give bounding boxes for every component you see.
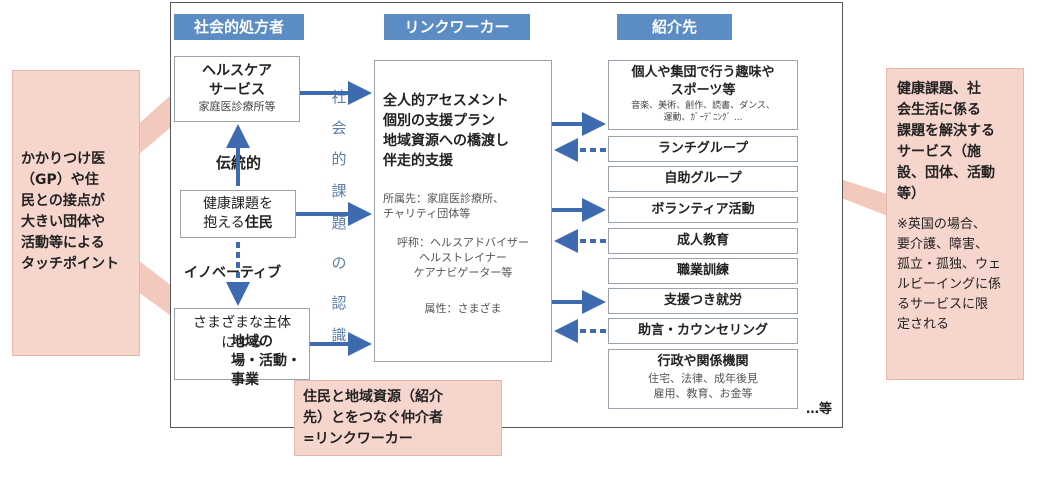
bottom-callout-text: 住民と地域資源（紹介 先）とをつなぐ仲介者 =リンクワーカー bbox=[303, 389, 443, 447]
vertical-char: の bbox=[331, 254, 347, 272]
vertical-char: 題 bbox=[331, 214, 347, 232]
link-worker-box: 全人的アセスメント 個別の支援プラン 地域資源への橋渡し 伴走的支援 所属先：家… bbox=[374, 60, 552, 362]
link-worker-title: 呼称：ヘルスアドバイザー ヘルストレイナー ケアナビゲーター等 bbox=[397, 236, 529, 279]
community-prefix: さまざまな主体 による bbox=[193, 315, 291, 351]
link-worker-affiliation: 所属先：家庭医診療所、 チャリティ団体等 bbox=[383, 192, 504, 220]
header-referral: 紹介先 bbox=[617, 14, 732, 40]
referral-item: ボランティア活動 bbox=[608, 197, 798, 223]
resident-text: 健康課題を 抱える住民 bbox=[181, 195, 295, 233]
vertical-char: 会 bbox=[331, 119, 347, 137]
referral-item: 成人教育 bbox=[608, 228, 798, 254]
referral-item: 職業訓練 bbox=[608, 258, 798, 284]
left-callout: かかりつけ医 （GP）や住 民との接点が 大きい団体や 活動等による タッチポイ… bbox=[12, 70, 140, 356]
referral-gov-box: 行政や関係機関 住宅、法律、成年後見 雇用、教育、お金等 bbox=[608, 349, 798, 409]
referral-item: ランチグループ bbox=[608, 136, 798, 162]
right-callout-title: 健康課題、社 会生活に係る 課題を解決する サービス（施 設、団体、活動 等） bbox=[897, 81, 995, 202]
referral-item: 自助グループ bbox=[608, 166, 798, 192]
referral-hobby-title: 個人や集団で行う趣味や スポーツ等 bbox=[631, 65, 775, 98]
community-bold: 地域の 場・活動・事業 bbox=[231, 334, 301, 388]
vertical-char: 識 bbox=[331, 326, 347, 344]
resident-prefix: 健康課題を 抱える bbox=[203, 196, 273, 231]
header-prescriber: 社会的処方者 bbox=[174, 14, 304, 40]
vertical-char: 課 bbox=[331, 182, 347, 200]
referral-item: 支援つき就労 bbox=[608, 288, 798, 314]
healthcare-service-title: ヘルスケア サービス bbox=[202, 63, 272, 98]
right-callout-note: ※英国の場合、 要介護、障害、 孤立・孤独、ウェ ルビーイングに係 るサービスに… bbox=[897, 217, 1002, 332]
vertical-char: 認 bbox=[331, 294, 347, 312]
referral-hobby-box: 個人や集団で行う趣味や スポーツ等 音楽、美術、創作、読書、ダンス、 運動、ｶﾞ… bbox=[608, 60, 798, 130]
right-callout: 健康課題、社 会生活に係る 課題を解決する サービス（施 設、団体、活動 等） … bbox=[886, 68, 1024, 380]
referral-gov-sub: 住宅、法律、成年後見 雇用、教育、お金等 bbox=[648, 372, 758, 400]
bottom-callout: 住民と地域資源（紹介 先）とをつなぐ仲介者 =リンクワーカー bbox=[294, 380, 502, 456]
link-worker-attribute: 属性：さまざま bbox=[424, 302, 502, 315]
left-callout-text: かかりつけ医 （GP）や住 民との接点が 大きい団体や 活動等による タッチポイ… bbox=[21, 151, 119, 272]
referral-gov-title: 行政や関係機関 bbox=[657, 354, 749, 369]
link-worker-main: 全人的アセスメント 個別の支援プラン 地域資源への橋渡し 伴走的支援 bbox=[383, 93, 509, 169]
referral-hobby-sub: 音楽、美術、創作、読書、ダンス、 運動、ｶﾞｰﾃﾞﾆﾝｸﾞ ... bbox=[631, 101, 775, 123]
referral-item: 助言・カウンセリング bbox=[608, 318, 798, 344]
community-box: さまざまな主体 による 地域の 場・活動・事業 bbox=[174, 308, 310, 388]
healthcare-service-box: ヘルスケア サービス 家庭医診療所等 bbox=[174, 56, 300, 122]
vertical-char: 的 bbox=[331, 150, 347, 168]
referral-etc: …等 bbox=[806, 402, 833, 417]
healthcare-service-sub: 家庭医診療所等 bbox=[198, 100, 276, 113]
header-link-worker: リンクワーカー bbox=[384, 14, 530, 40]
innovative-label: イノベーティブ bbox=[184, 265, 282, 281]
resident-box: 健康課題を 抱える住民 bbox=[180, 190, 296, 238]
resident-bold: 住民 bbox=[244, 215, 273, 231]
